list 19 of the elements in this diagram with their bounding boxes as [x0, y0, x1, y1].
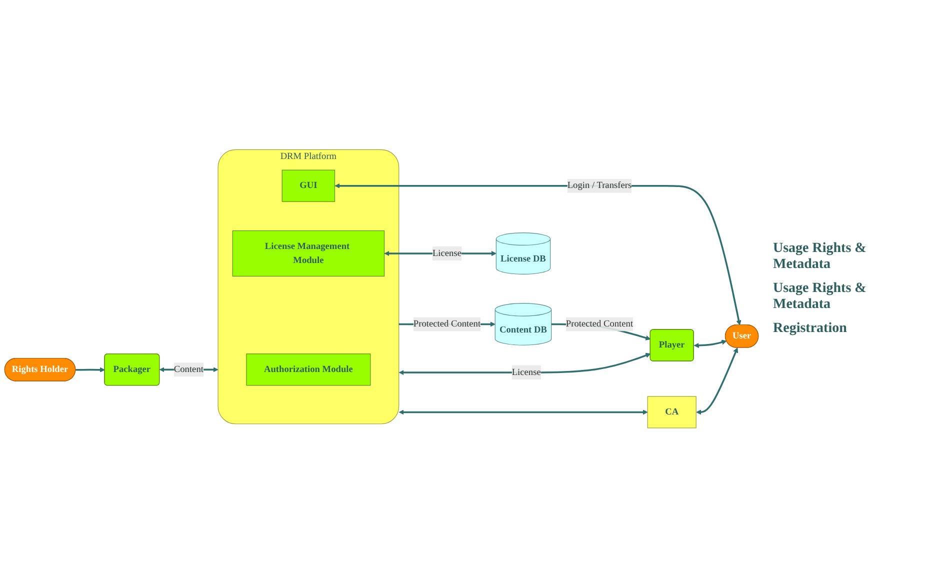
- node-box: License Management Module: [232, 230, 385, 276]
- arrow: [398, 352, 651, 375]
- note-label: Usage Rights & Metadata: [773, 280, 868, 312]
- edge-label: Content: [174, 364, 204, 374]
- edge-label: License: [512, 366, 541, 377]
- arrow: [334, 182, 742, 325]
- node-box: Authorization Module: [246, 353, 371, 386]
- edge-label: Protected Content: [566, 318, 634, 329]
- edge-label: License: [432, 248, 462, 258]
- note-label: Usage Rights & Metadata: [773, 240, 868, 272]
- node-box: GUI: [282, 169, 336, 202]
- note-label: Registration: [773, 320, 848, 336]
- arrow: [694, 339, 727, 348]
- arrow: [76, 366, 106, 372]
- edge-label: Protected Content: [413, 318, 481, 329]
- arrow: [696, 347, 738, 414]
- arrow: [398, 409, 648, 414]
- edge-label: Login / Transfers: [567, 180, 632, 190]
- node-box: CA: [647, 396, 696, 428]
